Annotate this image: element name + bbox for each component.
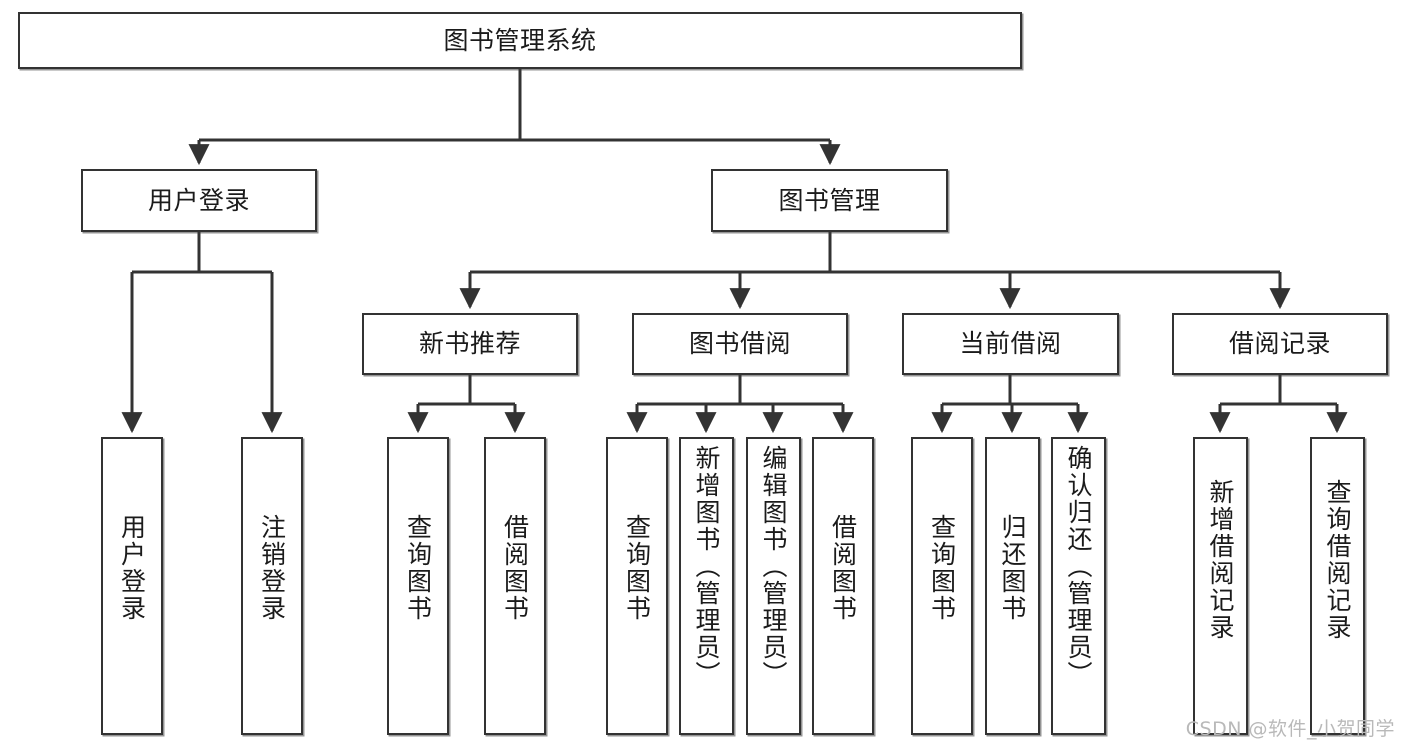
node-leaf-user-login-label: 用户登录 (117, 514, 147, 622)
node-leaf-edit-book-label: 编辑图书（管理员） (759, 445, 788, 688)
node-root-label: 图书管理系统 (443, 25, 597, 55)
node-leaf-borrow-book-1[interactable]: 借阅图书 (484, 437, 546, 735)
node-current-borrow[interactable]: 当前借阅 (902, 313, 1119, 375)
node-leaf-add-borrow-record[interactable]: 新增借阅记录 (1193, 437, 1248, 735)
node-user-login[interactable]: 用户登录 (81, 169, 317, 232)
node-leaf-return-book-label: 归还图书 (998, 514, 1027, 622)
node-leaf-user-logout[interactable]: 注销登录 (241, 437, 303, 735)
node-borrow-record[interactable]: 借阅记录 (1172, 313, 1388, 375)
node-leaf-query-book-1-label: 查询图书 (403, 514, 433, 622)
node-leaf-add-book-label: 新增图书（管理员） (692, 445, 721, 688)
node-leaf-query-book-2[interactable]: 查询图书 (606, 437, 668, 735)
node-leaf-query-book-3-label: 查询图书 (927, 514, 957, 622)
node-leaf-query-book-2-label: 查询图书 (622, 514, 652, 622)
node-root[interactable]: 图书管理系统 (18, 12, 1022, 69)
node-book-management[interactable]: 图书管理 (711, 169, 948, 232)
node-current-borrow-label: 当前借阅 (959, 329, 1062, 359)
node-new-book-recommend-label: 新书推荐 (418, 329, 521, 359)
node-new-book-recommend[interactable]: 新书推荐 (362, 313, 578, 375)
node-book-management-label: 图书管理 (778, 185, 881, 215)
node-leaf-query-book-3[interactable]: 查询图书 (911, 437, 973, 735)
node-leaf-user-login[interactable]: 用户登录 (101, 437, 163, 735)
node-borrow-record-label: 借阅记录 (1228, 329, 1331, 359)
node-leaf-borrow-book-2[interactable]: 借阅图书 (812, 437, 874, 735)
node-book-borrow-label: 图书借阅 (688, 329, 791, 359)
node-leaf-confirm-return[interactable]: 确认归还（管理员） (1051, 437, 1106, 735)
csdn-watermark: CSDN @软件_小贺同学 (1185, 718, 1395, 740)
node-leaf-borrow-book-1-label: 借阅图书 (500, 514, 530, 622)
node-book-borrow[interactable]: 图书借阅 (632, 313, 848, 375)
node-leaf-add-borrow-record-label: 新增借阅记录 (1206, 479, 1235, 641)
node-leaf-edit-book[interactable]: 编辑图书（管理员） (746, 437, 801, 735)
node-leaf-return-book[interactable]: 归还图书 (985, 437, 1040, 735)
node-leaf-add-book[interactable]: 新增图书（管理员） (679, 437, 734, 735)
node-leaf-user-logout-label: 注销登录 (257, 514, 287, 622)
node-user-login-label: 用户登录 (147, 185, 250, 215)
node-leaf-query-book-1[interactable]: 查询图书 (387, 437, 449, 735)
node-leaf-confirm-return-label: 确认归还（管理员） (1064, 445, 1093, 688)
node-leaf-query-borrow-record-label: 查询借阅记录 (1323, 479, 1352, 641)
node-leaf-borrow-book-2-label: 借阅图书 (828, 514, 858, 622)
node-leaf-query-borrow-record[interactable]: 查询借阅记录 (1310, 437, 1365, 735)
